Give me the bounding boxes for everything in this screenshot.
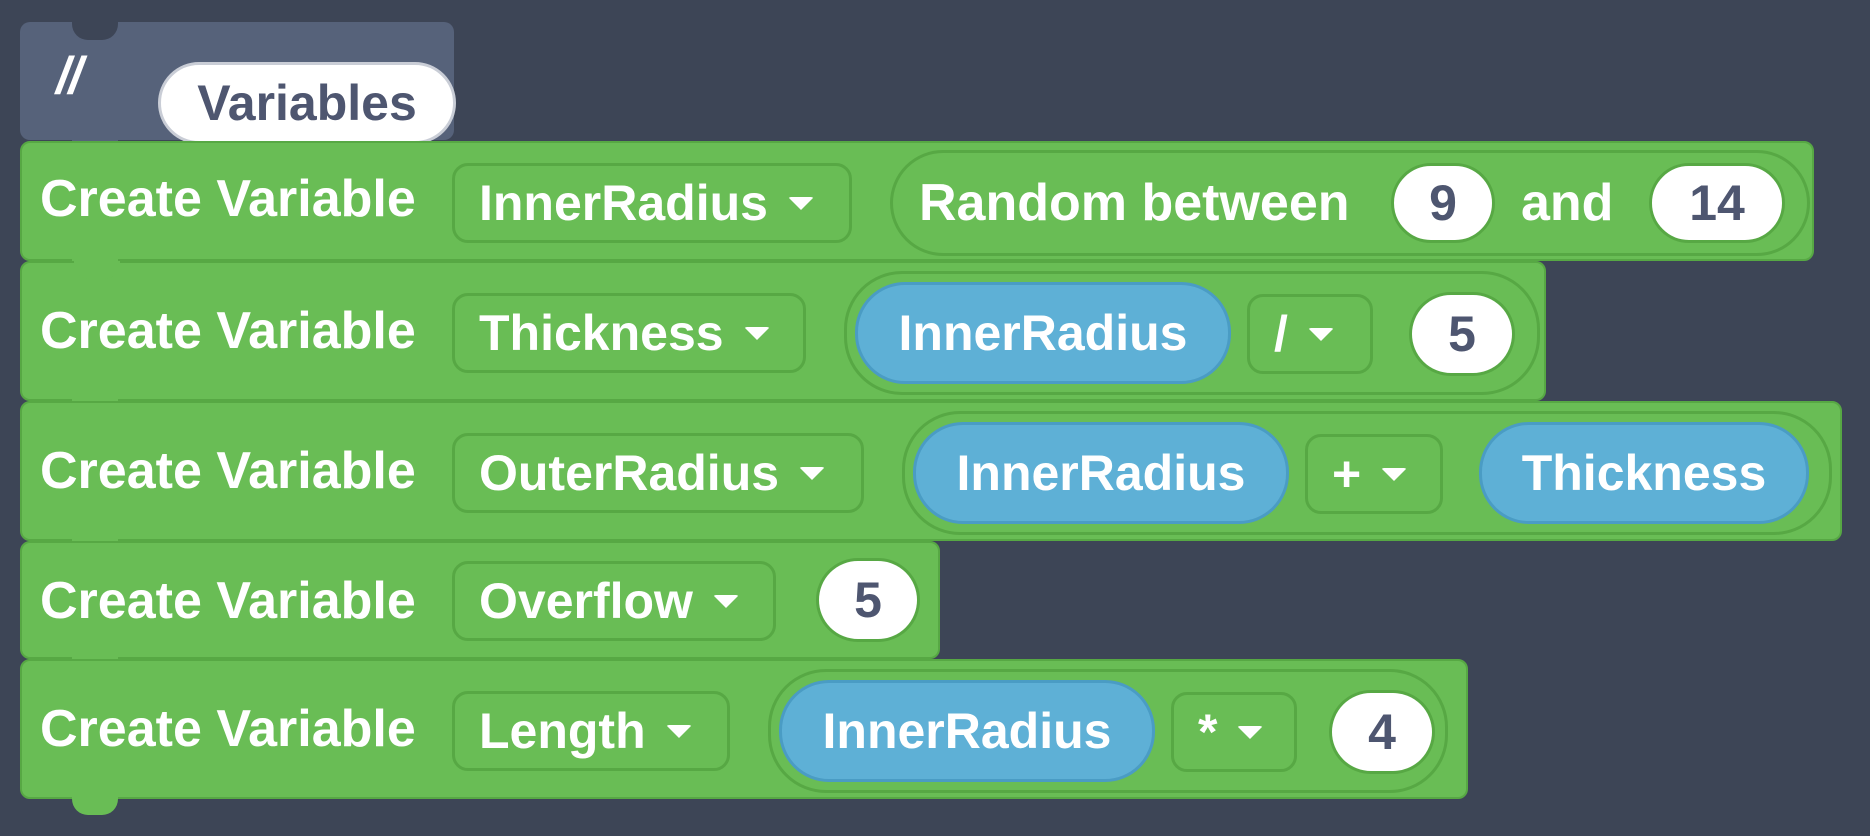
chevron-down-icon [712, 594, 739, 608]
operator-dropdown[interactable]: / [1247, 294, 1373, 374]
random-between-label: Random between [919, 174, 1350, 232]
number-field[interactable]: 5 [816, 558, 920, 642]
block-label: Create Variable [40, 442, 416, 500]
math-operation-block[interactable]: InnerRadius * 4 [768, 669, 1448, 793]
operator-dropdown[interactable]: + [1305, 434, 1443, 514]
operator-dropdown[interactable]: * [1171, 692, 1297, 772]
math-operation-block[interactable]: InnerRadius + Thickness [902, 411, 1832, 535]
variable-name: OuterRadius [479, 445, 780, 501]
variable-name: Overflow [479, 573, 693, 629]
chevron-down-icon [1307, 327, 1334, 341]
block-label: Create Variable [40, 170, 416, 228]
block-notch [74, 261, 120, 279]
min-number-field[interactable]: 9 [1391, 163, 1495, 243]
variable-name-dropdown[interactable]: Overflow [452, 561, 776, 641]
variable-name-dropdown[interactable]: Thickness [452, 293, 806, 373]
block-notch [72, 22, 118, 40]
comment-text-field[interactable]: Variables [158, 62, 456, 144]
create-variable-block[interactable]: Create Variable Thickness InnerRadius / … [20, 261, 1546, 401]
operator-symbol: * [1198, 704, 1218, 760]
chevron-down-icon [743, 326, 770, 340]
variable-name: Thickness [479, 305, 724, 361]
block-label: Create Variable [40, 700, 416, 758]
operator-symbol: + [1332, 446, 1362, 502]
variable-reporter[interactable]: InnerRadius [779, 680, 1155, 782]
block-label: Create Variable [40, 572, 416, 630]
variable-name-dropdown[interactable]: InnerRadius [452, 163, 852, 243]
block-label: Create Variable [40, 302, 416, 360]
number-field[interactable]: 4 [1329, 690, 1435, 774]
comment-prefix: // [56, 47, 83, 105]
create-variable-block[interactable]: Create Variable InnerRadius Random betwe… [20, 141, 1814, 261]
number-field[interactable]: 5 [1409, 292, 1515, 376]
variable-reporter[interactable]: InnerRadius [855, 282, 1231, 384]
random-between-block[interactable]: Random between 9 and 14 [890, 150, 1810, 256]
variable-name-dropdown[interactable]: Length [452, 691, 730, 771]
variable-name: InnerRadius [479, 175, 768, 231]
chevron-down-icon [1381, 467, 1408, 481]
chevron-down-icon [1237, 725, 1264, 739]
create-variable-block[interactable]: Create Variable OuterRadius InnerRadius … [20, 401, 1842, 541]
chevron-down-icon [799, 466, 826, 480]
variable-name: Length [479, 703, 646, 759]
variable-reporter[interactable]: InnerRadius [913, 422, 1289, 524]
block-tab [72, 797, 118, 815]
variable-reporter[interactable]: Thickness [1479, 422, 1809, 524]
math-operation-block[interactable]: InnerRadius / 5 [844, 271, 1540, 395]
max-number-field[interactable]: 14 [1649, 163, 1785, 243]
chevron-down-icon [787, 196, 814, 210]
and-label: and [1521, 174, 1614, 232]
chevron-down-icon [665, 724, 692, 738]
create-variable-block[interactable]: Create Variable Length InnerRadius * 4 [20, 659, 1468, 799]
operator-symbol: / [1274, 306, 1288, 362]
variable-name-dropdown[interactable]: OuterRadius [452, 433, 864, 513]
comment-block[interactable]: // Variables [20, 22, 456, 158]
create-variable-block[interactable]: Create Variable Overflow 5 [20, 541, 940, 659]
